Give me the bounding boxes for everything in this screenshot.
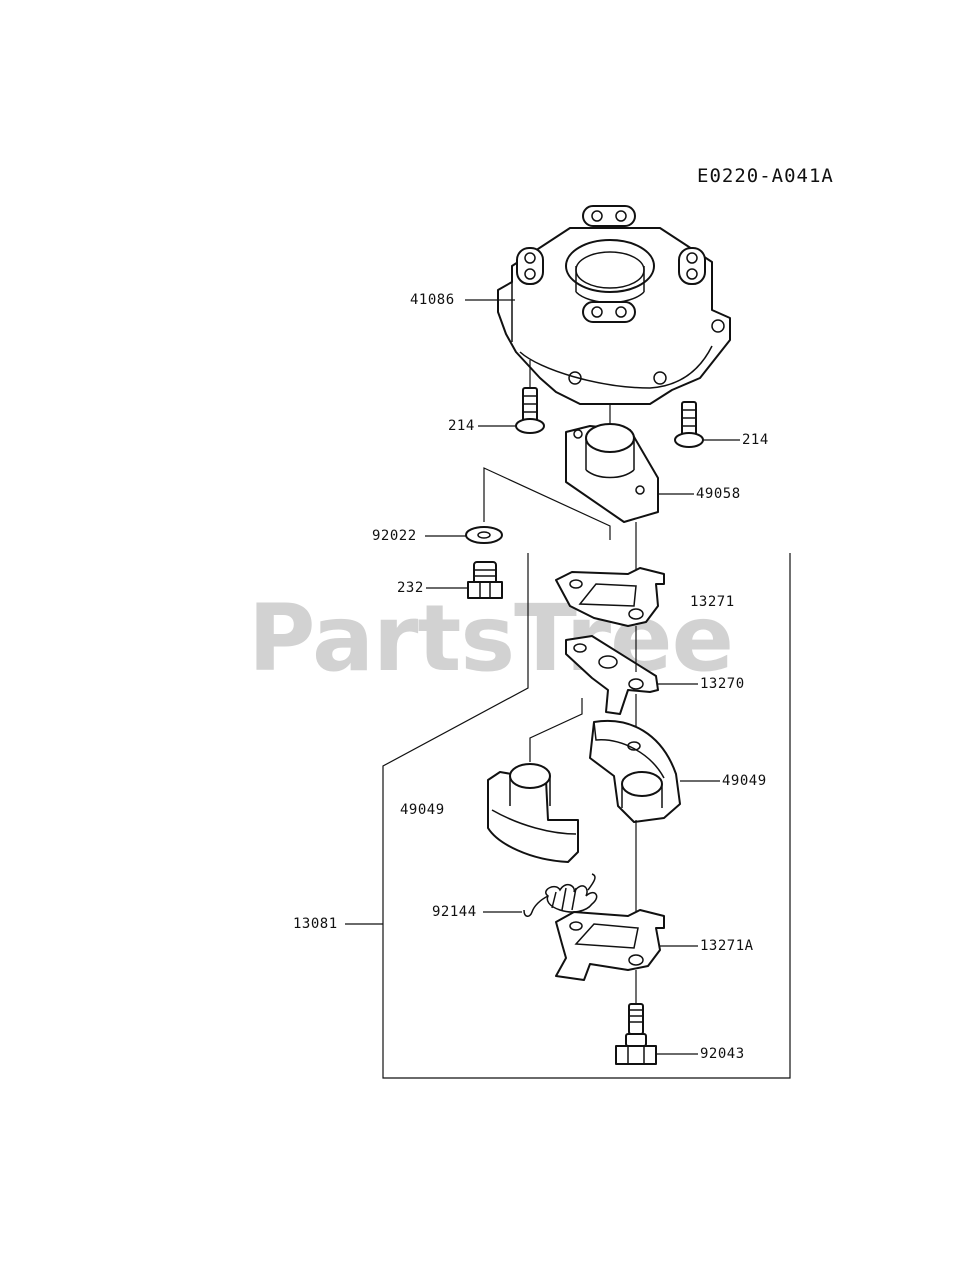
- callout-13270[interactable]: 13270: [700, 676, 745, 692]
- clutch-shoe-right: [589, 719, 681, 823]
- boss-49058: [565, 423, 659, 523]
- callout-49049-left[interactable]: 49049: [400, 802, 445, 818]
- callout-92043[interactable]: 92043: [700, 1046, 745, 1062]
- callout-232[interactable]: 232: [397, 580, 424, 596]
- callout-49058[interactable]: 49058: [696, 486, 741, 502]
- bolt-232: [467, 561, 503, 599]
- spring-92144: [523, 873, 598, 917]
- bolt-92043: [615, 1003, 657, 1065]
- group-bracket: [382, 553, 791, 1079]
- plate-13270: [565, 635, 659, 715]
- callout-92144[interactable]: 92144: [432, 904, 477, 920]
- callout-13271A[interactable]: 13271A: [700, 938, 754, 954]
- plate-13271: [555, 567, 665, 627]
- callout-92022[interactable]: 92022: [372, 528, 417, 544]
- callout-13081[interactable]: 13081: [293, 916, 338, 932]
- clutch-shoe-left: [487, 763, 579, 863]
- callout-41086[interactable]: 41086: [410, 292, 455, 308]
- washer-92022: [465, 526, 503, 544]
- guide-92022: [483, 467, 611, 540]
- diagram-code: E0220-A041A: [697, 165, 834, 187]
- callout-49049-right[interactable]: 49049: [722, 773, 767, 789]
- callout-214-right[interactable]: 214: [742, 432, 769, 448]
- plate-13271A: [555, 909, 665, 981]
- callout-13271[interactable]: 13271: [690, 594, 735, 610]
- callout-214-left[interactable]: 214: [448, 418, 475, 434]
- guide-shoe-left: [529, 698, 583, 762]
- screw-right: [674, 401, 704, 448]
- screw-left: [515, 360, 545, 434]
- clutch-housing: [497, 205, 731, 405]
